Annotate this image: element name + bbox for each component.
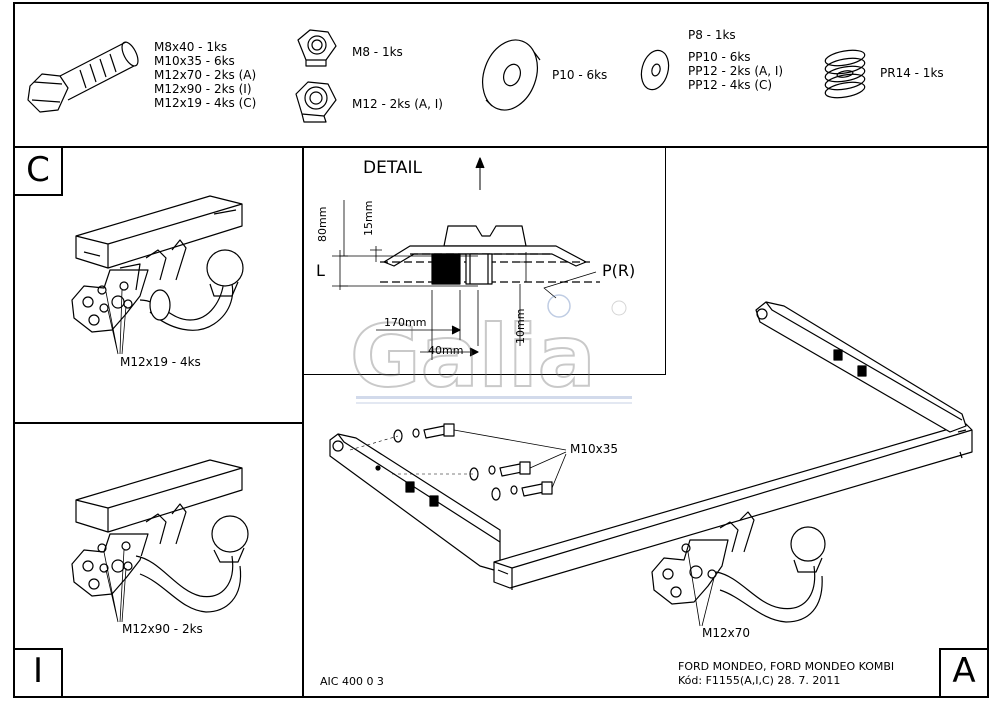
detail-40mm: 40mm	[428, 344, 464, 357]
bolt-list: M8x40 - 1ks M10x35 - 6ks M12x70 - 2ks (A…	[154, 40, 256, 110]
detail-l-label: L	[316, 261, 325, 280]
variant-a-m10-label: M10x35	[570, 442, 618, 456]
washer-item: PP12 - 4ks (C)	[688, 78, 773, 92]
variant-c-bolt-label: M12x19 - 4ks	[120, 355, 201, 369]
bolt-item: M10x35 - 6ks	[154, 54, 235, 68]
variant-i-letter-box	[13, 648, 63, 698]
nut-m8-label: M8 - 1ks	[352, 45, 403, 59]
bolt-item: M12x19 - 4ks (C)	[154, 96, 257, 110]
variant-i-letter: I	[32, 651, 44, 691]
bolt-icon	[27, 41, 139, 113]
footer-code: AIC 400 0 3	[320, 675, 384, 688]
bolt-item: M12x90 - 2ks (I)	[154, 82, 252, 96]
nut-m12-label: M12 - 2ks (A, I)	[352, 97, 443, 111]
variant-c-letter-box	[13, 146, 63, 196]
detail-10mm: 10mm	[514, 308, 527, 344]
spring-washer-icon	[824, 49, 866, 99]
washer-p10-label: P10 - 6ks	[552, 68, 608, 82]
bolt-item: M8x40 - 1ks	[154, 40, 228, 54]
variant-c-drawing	[71, 195, 244, 355]
footer-model: FORD MONDEO, FORD MONDEO KOMBI	[678, 660, 895, 673]
detail-drawing	[332, 157, 600, 360]
variant-i-bolt-label: M12x90 - 2ks	[122, 622, 203, 636]
watermark-logo: Galia	[349, 294, 632, 408]
washer-list: P8 - 1ks PP10 - 6ks PP12 - 2ks (A, I) PP…	[688, 28, 783, 92]
washer-item: P8 - 1ks	[688, 28, 736, 42]
variant-a-letter: A	[952, 651, 976, 691]
detail-170mm: 170mm	[384, 316, 427, 329]
variant-i-drawing	[71, 459, 249, 623]
bolt-item: M12x70 - 2ks (A)	[154, 68, 257, 82]
washer-item: PP12 - 2ks (A, I)	[688, 64, 784, 78]
variant-i-panel	[13, 422, 304, 698]
detail-pr-label: P(R)	[602, 261, 636, 280]
spring-washer-label: PR14 - 1ks	[880, 66, 944, 80]
footer-kod: Kód: F1155(A,I,C) 28. 7. 2011	[678, 674, 841, 687]
washer-pp-icon	[640, 49, 670, 91]
detail-15mm: 15mm	[362, 200, 375, 236]
detail-title: DETAIL	[363, 158, 423, 178]
svg-text:Galia: Galia	[350, 307, 596, 407]
detail-panel	[302, 146, 666, 375]
nut-m8-icon	[297, 29, 337, 67]
washer-item: PP10 - 6ks	[688, 50, 751, 64]
variant-a-drawing	[329, 301, 973, 627]
detail-80mm: 80mm	[316, 206, 329, 242]
variant-a-m12-label: M12x70	[702, 626, 750, 640]
nut-m12-icon	[295, 81, 337, 123]
variant-a-letter-box	[939, 648, 989, 698]
washer-p10-icon	[482, 39, 541, 111]
variant-c-letter: C	[26, 150, 50, 190]
